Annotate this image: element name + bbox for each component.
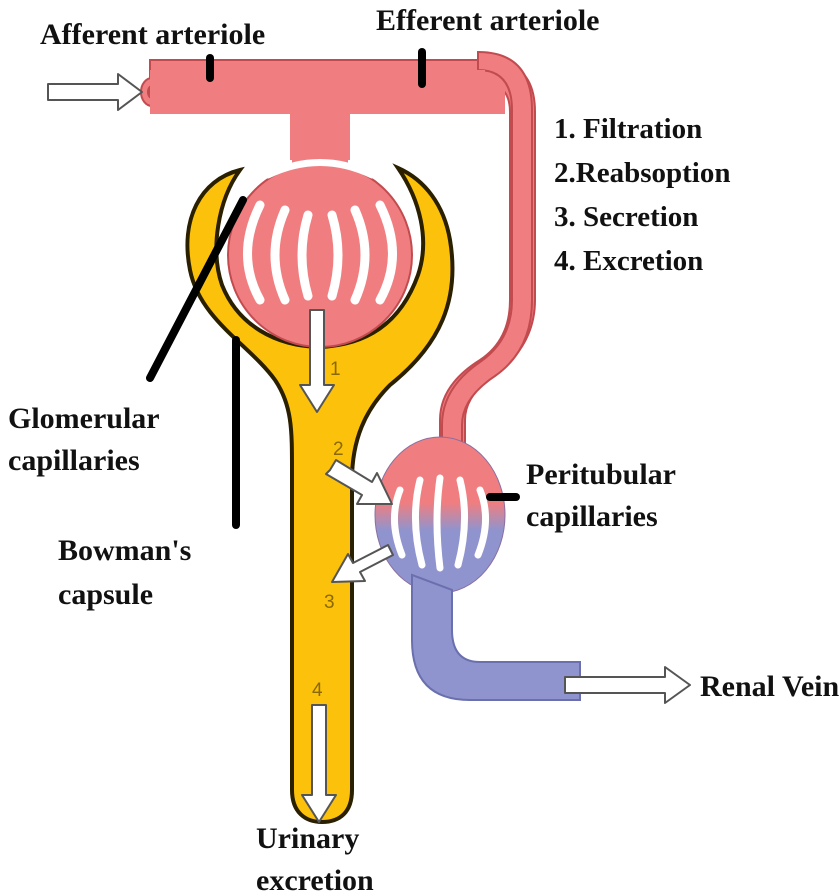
peritubular-capillaries xyxy=(375,437,505,593)
label-urinary-line1: Urinary xyxy=(256,822,359,855)
label-renal-vein: Renal Vein xyxy=(700,670,839,703)
arrow-renal-vein-out xyxy=(565,667,690,703)
label-urinary-line2: excretion xyxy=(256,864,374,896)
process-2: 2.Reabsoption xyxy=(554,157,730,189)
process-1: 1. Filtration xyxy=(554,113,702,145)
label-peritubular-line1: Peritubular xyxy=(526,458,676,491)
label-peritubular-line2: capillaries xyxy=(526,500,658,533)
step-marker-2: 2 xyxy=(333,439,344,460)
label-bowman-line2: capsule xyxy=(58,578,153,611)
step-marker-3: 3 xyxy=(324,592,335,613)
step-marker-1: 1 xyxy=(330,359,341,380)
process-4: 4. Excretion xyxy=(554,245,703,277)
label-bowman-line1: Bowman's xyxy=(58,534,191,567)
label-efferent-arteriole: Efferent arteriole xyxy=(376,4,600,37)
process-3: 3. Secretion xyxy=(554,201,698,233)
label-glomerular-line1: Glomerular xyxy=(8,402,160,435)
step-marker-4: 4 xyxy=(312,680,323,701)
arrow-blood-in xyxy=(48,74,142,110)
label-glomerular-line2: capillaries xyxy=(8,444,140,477)
renal-vein xyxy=(412,575,580,700)
label-afferent-arteriole: Afferent arteriole xyxy=(40,18,265,51)
